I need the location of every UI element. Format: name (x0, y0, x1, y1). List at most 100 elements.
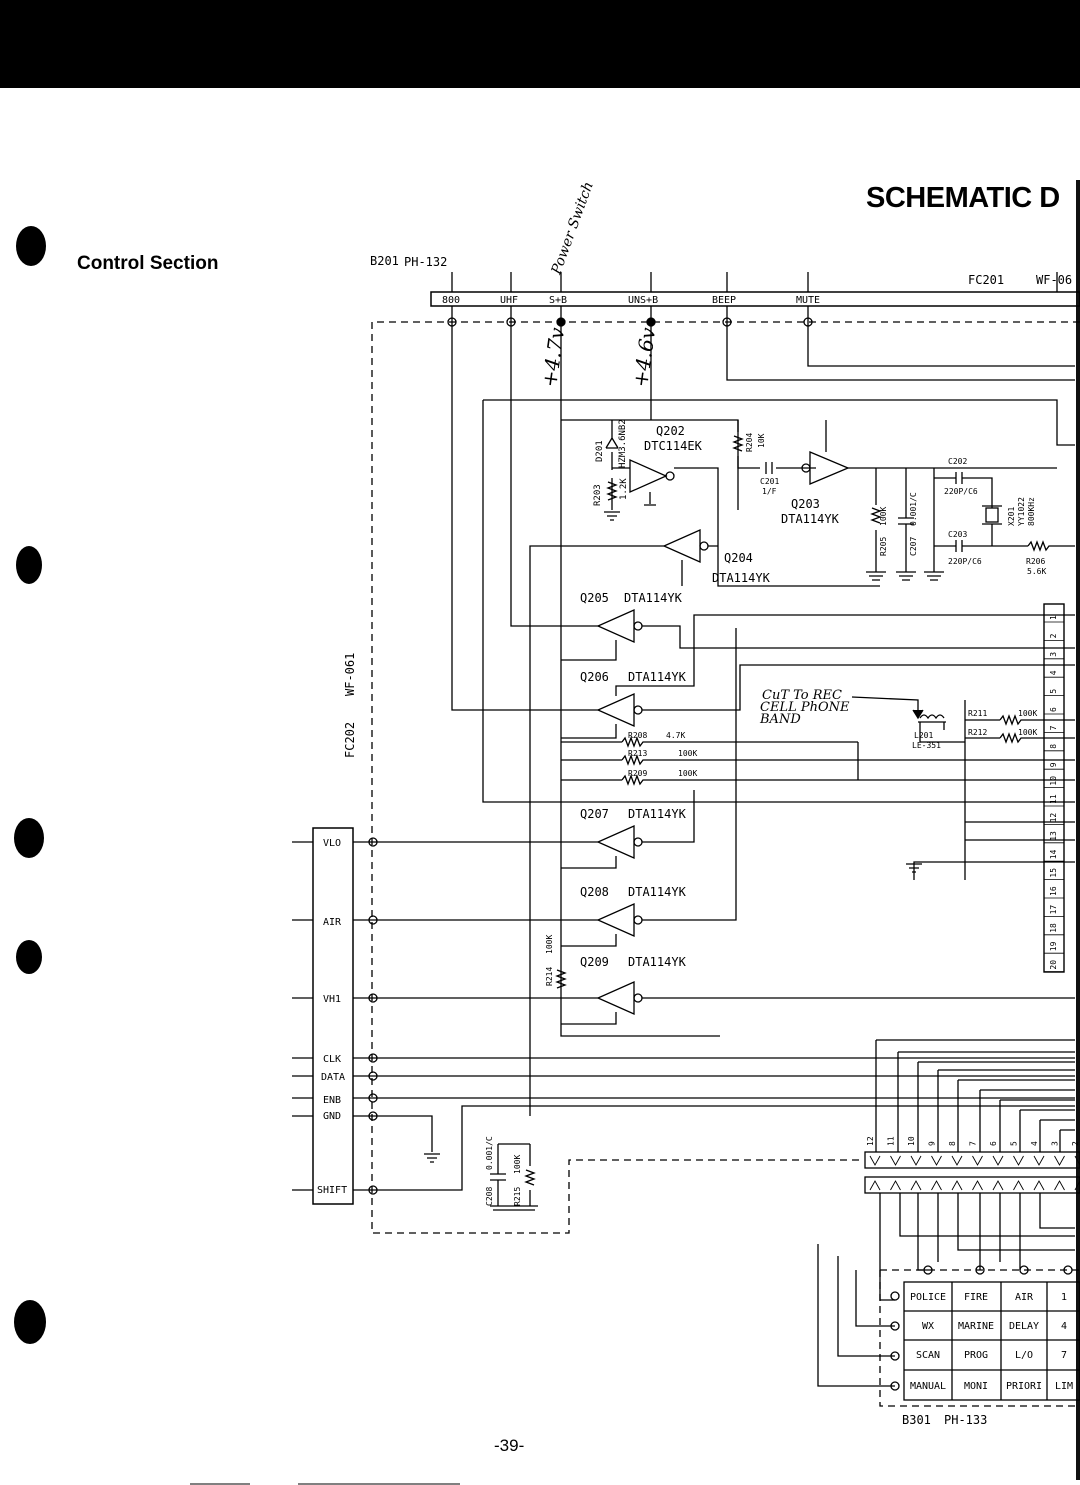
r212-value: 100K (1018, 728, 1037, 737)
q208-label: Q208 (580, 885, 609, 899)
ic-pin-13: 13 (1049, 831, 1058, 841)
bottom-pin-6: 6 (989, 1141, 998, 1146)
q202-label: Q202 (656, 424, 685, 438)
ic-pin-8: 8 (1049, 744, 1058, 749)
key-1: 1 (1061, 1292, 1067, 1303)
b201-strip (430, 291, 1080, 307)
q206-symbol (596, 692, 635, 728)
c202-value: 220P/C6 (944, 487, 978, 496)
key-manual: MANUAL (910, 1381, 946, 1392)
handwritten-unsb-voltage: +4.6v (628, 325, 660, 388)
ic-pin-2: 2 (1049, 633, 1058, 638)
ic-pin-12: 12 (1049, 813, 1058, 823)
bottom-pin-10: 10 (907, 1136, 916, 1146)
left-pin-vlo: VLO (323, 838, 341, 849)
r203-value: 1.2K (619, 478, 629, 500)
x201-freq: 800KHz (1027, 497, 1036, 526)
q205-part: DTA114YK (624, 591, 683, 605)
bottom-pin-3: 3 (1051, 1141, 1060, 1146)
r213-value: 100K (678, 749, 697, 758)
ic-pin-4: 4 (1049, 670, 1058, 675)
r213-label: R213 (628, 749, 647, 758)
r205-value: 100K (879, 507, 888, 526)
r206-label: R206 (1026, 557, 1045, 566)
ic-pin-20: 20 (1049, 960, 1058, 970)
c202-label: C202 (948, 457, 967, 466)
q203-symbol (809, 451, 850, 485)
r206-value: 5.6K (1027, 567, 1046, 576)
left-pin-data: DATA (321, 1072, 345, 1083)
q206-part: DTA114YK (628, 670, 687, 684)
bottom-connector-upper (864, 1151, 1080, 1169)
q207-symbol (596, 824, 635, 860)
c207-value: 0.001/C (909, 492, 918, 526)
left-pin-gnd: GND (323, 1111, 341, 1122)
q209-label: Q209 (580, 955, 609, 969)
key-prog: PROG (964, 1350, 988, 1361)
key-lim: LIM (1055, 1381, 1073, 1392)
bottom-connector-lower (864, 1176, 1080, 1194)
key-air: AIR (1015, 1292, 1034, 1303)
key-priori: PRIORI (1006, 1381, 1042, 1392)
q204-part: DTA114YK (712, 571, 771, 585)
q208-symbol (596, 902, 635, 938)
fc202-ref: FC202 (343, 722, 357, 758)
binder-hole-5 (14, 1300, 46, 1344)
r212-label: R212 (968, 728, 987, 737)
q206-label: Q206 (580, 670, 609, 684)
pin-uhf: UHF (500, 295, 518, 306)
q207-part: DTA114YK (628, 807, 687, 821)
b301-ref: B301 (902, 1413, 931, 1427)
q205-label: Q205 (580, 591, 609, 605)
ic-pin-6: 6 (1049, 707, 1058, 712)
bottom-pin-5: 5 (1010, 1141, 1019, 1146)
q202-part: DTC114EK (644, 439, 703, 453)
keypad-grid (903, 1281, 1080, 1401)
x201-part: YY1022 (1017, 497, 1026, 526)
q202-symbol (629, 458, 668, 494)
q203-part: DTA114YK (781, 512, 840, 526)
top-black-band (0, 0, 1080, 88)
pin-sb: S+B (549, 295, 567, 306)
cut-note-1: CuT To REC (762, 688, 842, 703)
binder-hole-4 (16, 940, 42, 974)
c203-label: C203 (948, 530, 967, 539)
page-title: SCHEMATIC D (866, 182, 1060, 214)
bottom-pin-9: 9 (928, 1141, 937, 1146)
page-right-edge (1076, 180, 1080, 1480)
power-switch-note: Power Switch (548, 180, 597, 278)
ic-pin-1: 1 (1049, 615, 1058, 620)
r203-label: R203 (593, 484, 603, 506)
ic-pin-15: 15 (1049, 868, 1058, 878)
key-4: 4 (1061, 1321, 1067, 1332)
binder-hole-2 (16, 546, 42, 584)
r214-label: R214 (545, 967, 554, 986)
r204-value: 10K (757, 433, 766, 448)
ic-pin-strip (1043, 603, 1065, 973)
x201-label: X201 (1007, 507, 1016, 526)
r209-value: 100K (678, 769, 697, 778)
q204-label: Q204 (724, 551, 753, 565)
r208-value: 4.7K (666, 731, 685, 740)
bottom-pin-2: 2 (1071, 1141, 1080, 1146)
binder-hole-3 (14, 818, 44, 858)
left-pin-vh1: VH1 (323, 994, 341, 1005)
key-fire: FIRE (964, 1292, 988, 1303)
key-7: 7 (1061, 1350, 1067, 1361)
pin-unsb: UNS+B (628, 295, 658, 306)
c201-value: 1/F (762, 487, 777, 496)
cut-note-2: CELL PhONE (760, 700, 850, 715)
left-pin-air: AIR (323, 917, 342, 928)
q203-label: Q203 (791, 497, 820, 511)
left-connector-block (312, 827, 354, 1205)
l201-part: LE-351 (912, 741, 941, 750)
ic-pin-9: 9 (1049, 762, 1058, 767)
ic-pin-7: 7 (1049, 725, 1058, 730)
ic-pin-5: 5 (1049, 689, 1058, 694)
page-number: -39- (494, 1436, 525, 1455)
ic-pin-19: 19 (1049, 941, 1058, 951)
keypad-outline (879, 1269, 1080, 1407)
